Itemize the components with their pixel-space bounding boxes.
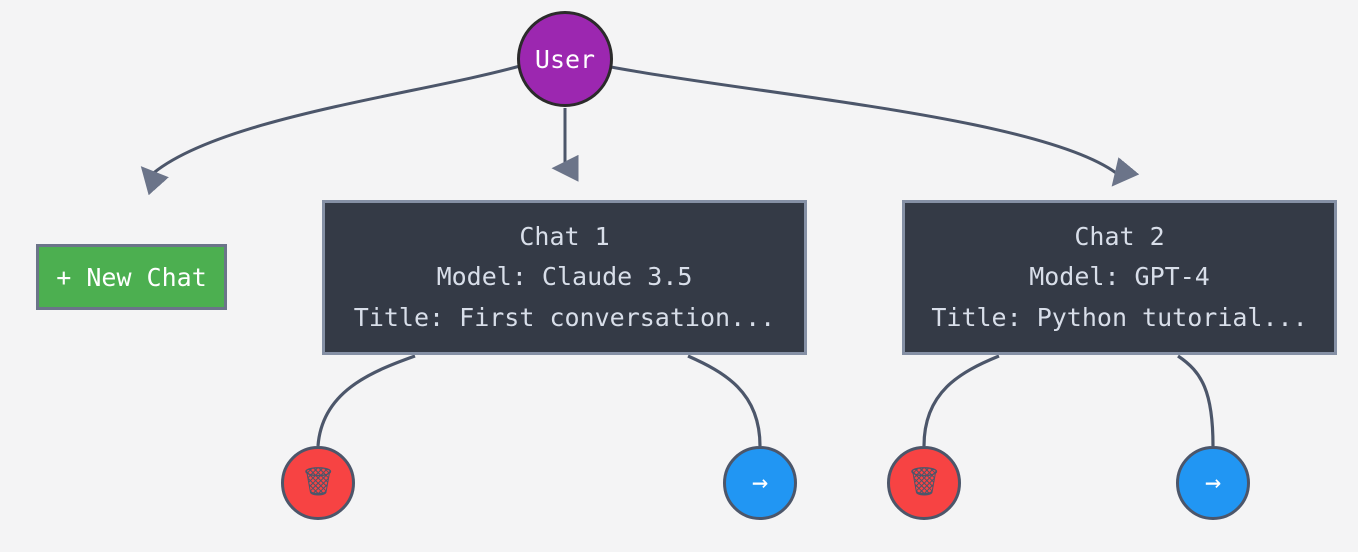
- chat-2-delete-button[interactable]: 🗑: [887, 446, 961, 520]
- edge-user-to-chat-2: [610, 65, 1140, 187]
- new-chat-label: + New Chat: [56, 262, 207, 292]
- edge-user-to-new-chat: [140, 64, 521, 196]
- chat-2-open-button[interactable]: →: [1176, 446, 1250, 520]
- chat-1-model: Model: Claude 3.5: [436, 262, 693, 292]
- node-user-label: User: [534, 44, 596, 74]
- chat-1-subtitle: Title: First conversation...: [353, 302, 776, 332]
- node-chat-1[interactable]: Chat 1 Model: Claude 3.5 Title: First co…: [322, 200, 807, 355]
- arrow-right-icon: →: [751, 466, 769, 498]
- edge-chat-2-to-delete: [922, 354, 1000, 447]
- arrow-right-icon: →: [1204, 466, 1222, 498]
- trash-icon: 🗑: [300, 465, 336, 498]
- trash-icon: 🗑: [906, 465, 942, 498]
- node-chat-2[interactable]: Chat 2 Model: GPT-4 Title: Python tutori…: [902, 200, 1337, 355]
- edge-chat-1-to-delete: [316, 354, 416, 447]
- chat-2-model: Model: GPT-4: [1029, 262, 1210, 292]
- node-user[interactable]: User: [517, 11, 613, 107]
- chat-1-title: Chat 1: [519, 221, 610, 251]
- chat-1-delete-button[interactable]: 🗑: [281, 446, 355, 520]
- chat-2-title: Chat 2: [1074, 221, 1165, 251]
- chat-2-subtitle: Title: Python tutorial...: [931, 302, 1308, 332]
- edge-chat-1-to-open: [687, 354, 762, 447]
- edge-chat-2-to-open: [1177, 354, 1215, 447]
- chat-1-open-button[interactable]: →: [723, 446, 797, 520]
- new-chat-button[interactable]: + New Chat: [36, 244, 227, 310]
